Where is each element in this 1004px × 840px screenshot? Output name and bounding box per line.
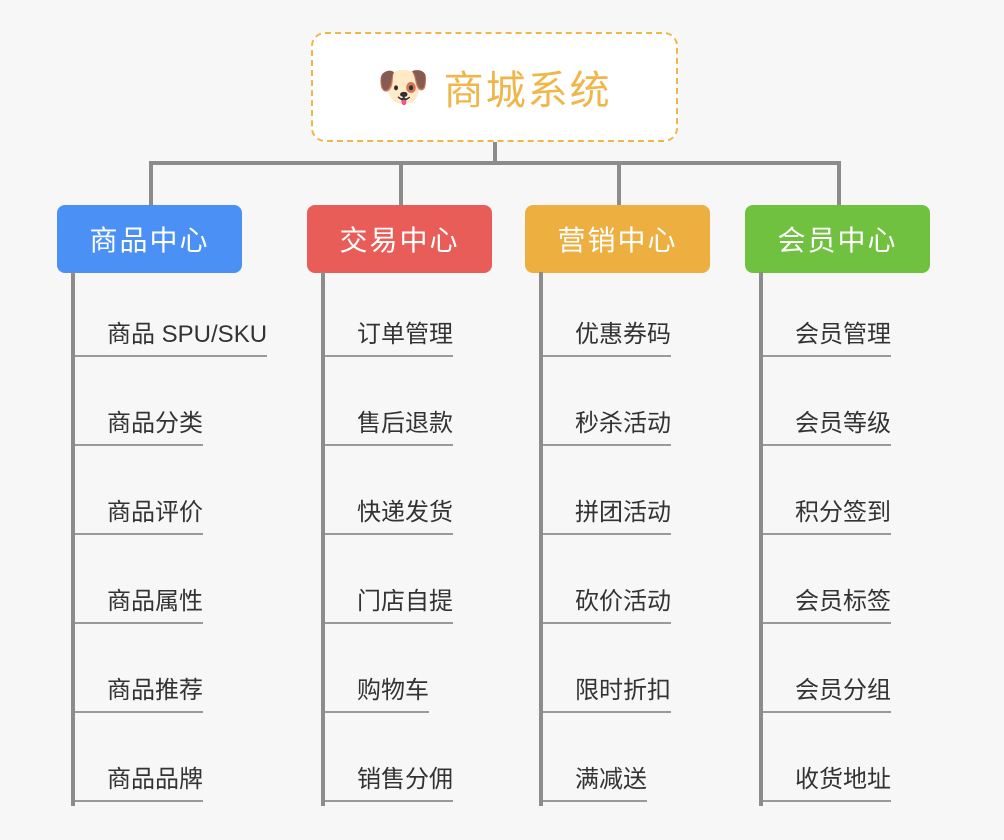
leaf-item[interactable]: 拼团活动: [543, 450, 671, 539]
leaf-item[interactable]: 快递发货: [325, 450, 453, 539]
leaf-label: 商品属性: [75, 581, 203, 624]
leaf-label: 砍价活动: [543, 581, 671, 624]
leaf-label: 会员等级: [763, 403, 891, 446]
shiba-dog-face-icon: 🐶: [377, 63, 430, 110]
leaf-label: 门店自提: [325, 581, 453, 624]
leaf-item[interactable]: 会员管理: [763, 272, 891, 361]
leaf-label: 满减送: [543, 759, 647, 802]
leaf-label: 收货地址: [763, 759, 891, 802]
root-node-shopping-mall-system[interactable]: 🐶 商城系统: [311, 32, 678, 142]
leaf-column-marketing-center: 优惠券码 秒杀活动 拼团活动 砍价活动 限时折扣 满减送: [539, 272, 671, 806]
leaf-label: 限时折扣: [543, 670, 671, 713]
connector-root-stem: [493, 142, 497, 165]
branch-node-trade-center[interactable]: 交易中心: [307, 205, 492, 273]
leaf-item[interactable]: 会员分组: [763, 628, 891, 717]
leaf-item[interactable]: 商品 SPU/SKU: [75, 272, 268, 361]
leaf-label: 优惠券码: [543, 314, 671, 357]
leaf-column-product-center: 商品 SPU/SKU 商品分类 商品评价 商品属性 商品推荐 商品品牌: [71, 272, 268, 806]
connector-drop-4: [837, 161, 841, 205]
leaf-item[interactable]: 商品分类: [75, 361, 267, 450]
leaf-item[interactable]: 商品品牌: [75, 717, 267, 806]
leaf-label: 商品分类: [75, 403, 203, 446]
branch-node-member-center[interactable]: 会员中心: [745, 205, 930, 273]
leaf-label: 拼团活动: [543, 492, 671, 535]
leaf-item[interactable]: 秒杀活动: [543, 361, 671, 450]
connector-drop-1: [149, 161, 153, 205]
branch-label: 营销中心: [557, 225, 678, 256]
leaf-item[interactable]: 商品属性: [75, 539, 267, 628]
leaf-item[interactable]: 满减送: [543, 717, 671, 806]
leaf-item[interactable]: 销售分佣: [325, 717, 453, 806]
connector-horizontal-bus: [149, 161, 841, 165]
leaf-label: 积分签到: [763, 492, 891, 535]
leaf-label: 销售分佣: [325, 759, 453, 802]
leaf-label: 快递发货: [325, 492, 453, 535]
branch-label: 会员中心: [777, 225, 898, 256]
leaf-item[interactable]: 购物车: [325, 628, 453, 717]
leaf-item[interactable]: 优惠券码: [543, 272, 671, 361]
leaf-item[interactable]: 会员标签: [763, 539, 891, 628]
leaf-label: 商品推荐: [75, 670, 203, 713]
leaf-item[interactable]: 限时折扣: [543, 628, 671, 717]
connector-drop-3: [617, 161, 621, 205]
leaf-label: 会员标签: [763, 581, 891, 624]
leaf-item[interactable]: 积分签到: [763, 450, 891, 539]
leaf-item[interactable]: 售后退款: [325, 361, 453, 450]
branch-node-product-center[interactable]: 商品中心: [57, 205, 242, 273]
leaf-item[interactable]: 商品评价: [75, 450, 267, 539]
leaf-label: 秒杀活动: [543, 403, 671, 446]
leaf-item[interactable]: 商品推荐: [75, 628, 267, 717]
leaf-label: 商品 SPU/SKU: [75, 314, 268, 357]
connector-drop-2: [399, 161, 403, 205]
leaf-column-member-center: 会员管理 会员等级 积分签到 会员标签 会员分组 收货地址: [759, 272, 891, 806]
branch-label: 交易中心: [339, 225, 460, 256]
root-title: 商城系统: [443, 69, 612, 113]
leaf-item[interactable]: 收货地址: [763, 717, 891, 806]
branch-label: 商品中心: [89, 225, 210, 256]
leaf-label: 售后退款: [325, 403, 453, 446]
leaf-item[interactable]: 门店自提: [325, 539, 453, 628]
leaf-label: 会员分组: [763, 670, 891, 713]
leaf-label: 商品评价: [75, 492, 203, 535]
leaf-item[interactable]: 会员等级: [763, 361, 891, 450]
leaf-item[interactable]: 砍价活动: [543, 539, 671, 628]
leaf-label: 商品品牌: [75, 759, 203, 802]
leaf-column-trade-center: 订单管理 售后退款 快递发货 门店自提 购物车 销售分佣: [321, 272, 453, 806]
leaf-item[interactable]: 订单管理: [325, 272, 453, 361]
branch-node-marketing-center[interactable]: 营销中心: [525, 205, 710, 273]
leaf-label: 购物车: [325, 670, 429, 713]
leaf-label: 订单管理: [325, 314, 453, 357]
leaf-label: 会员管理: [763, 314, 891, 357]
